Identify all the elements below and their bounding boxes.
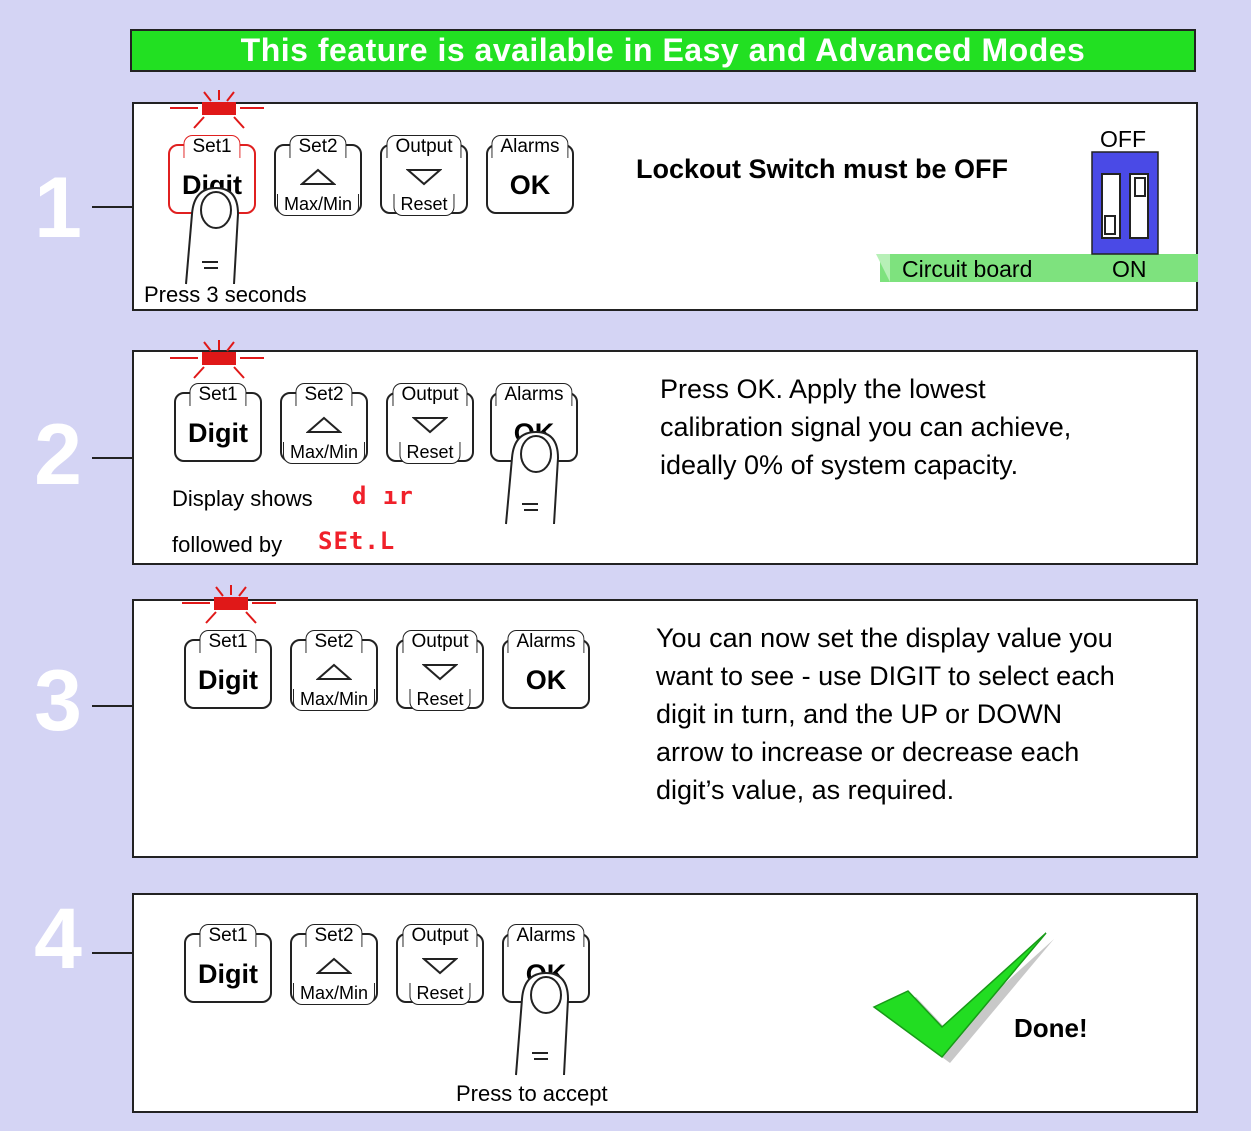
ok-key-label: OK — [509, 170, 551, 200]
display-shows-label: Display shows — [172, 486, 313, 511]
step-2-line-3: ideally 0% of system capacity. — [660, 450, 1019, 480]
max-min-key-label: Max/Min — [292, 983, 376, 1005]
step-3-line-2: want to see - use DIGIT to select each — [656, 661, 1115, 691]
max-min-key-label: Max/Min — [282, 442, 366, 464]
step-4-connector — [92, 952, 132, 954]
set1-digit-key[interactable]: Set1 Digit — [184, 924, 272, 1003]
output-down-key[interactable]: Output Reset — [396, 630, 484, 711]
down-arrow-icon — [422, 664, 458, 681]
display-readout-dir: d ır — [352, 482, 414, 510]
step-1-panel: Set1 Digit Set2 Max/Min Output Reset Ala… — [132, 90, 1198, 311]
output-down-key[interactable]: Output Reset — [380, 135, 468, 216]
step-3-number: 3 — [34, 653, 82, 749]
ok-key-label: OK — [525, 665, 567, 695]
digit-key-label: Digit — [188, 418, 248, 448]
step-3-line-5: digit’s value, as required. — [656, 775, 955, 805]
down-arrow-icon — [412, 417, 448, 434]
step-1-caption: Press 3 seconds — [144, 282, 307, 307]
max-min-key-label: Max/Min — [276, 194, 360, 216]
output-key-label: Output — [386, 135, 462, 158]
set2-up-key[interactable]: Set2 Max/Min — [290, 630, 378, 711]
set1-key-label: Set1 — [199, 924, 257, 947]
checkmark-icon — [872, 932, 1054, 1063]
alarms-key-label: Alarms — [507, 924, 585, 947]
alarms-key-label: Alarms — [507, 630, 585, 653]
up-arrow-icon — [316, 663, 352, 680]
step-3-panel: Set1 Digit Set2 Max/Min Output Reset Ala… — [132, 585, 1198, 858]
output-key-label: Output — [392, 383, 468, 406]
set1-digit-key[interactable]: Set1 Digit — [174, 383, 262, 462]
step-3-connector — [92, 705, 132, 707]
set1-key-label: Set1 — [189, 383, 247, 406]
output-key-label: Output — [402, 630, 478, 653]
switch-on-label: ON — [1112, 256, 1147, 282]
step-1-connector — [92, 206, 132, 208]
dip-switch-icon — [1091, 151, 1159, 255]
step-2-panel: Set1 Digit Set2 Max/Min Output Reset Ala… — [132, 340, 1198, 565]
reset-key-label: Reset — [409, 983, 471, 1005]
set1-key-label: Set1 — [199, 630, 257, 653]
down-arrow-icon — [422, 958, 458, 975]
reset-key-label: Reset — [409, 689, 471, 711]
set2-key-label: Set2 — [305, 924, 363, 947]
step-1-number: 1 — [34, 160, 82, 256]
digit-key-label: Digit — [198, 959, 258, 989]
up-arrow-icon — [306, 416, 342, 433]
step-3-line-4: arrow to increase or decrease each — [656, 737, 1080, 767]
feature-banner: This feature is available in Easy and Ad… — [130, 29, 1196, 72]
output-down-key[interactable]: Output Reset — [386, 383, 474, 464]
done-label: Done! — [1014, 1013, 1088, 1043]
step-3-instructions: You can now set the display value you wa… — [656, 619, 1115, 809]
alarms-key-label: Alarms — [491, 135, 569, 158]
led-blink-icon — [182, 585, 276, 624]
max-min-key-label: Max/Min — [292, 689, 376, 711]
up-arrow-icon — [300, 168, 336, 185]
lockout-message: Lockout Switch must be OFF — [636, 154, 1009, 184]
set2-up-key[interactable]: Set2 Max/Min — [290, 924, 378, 1005]
finger-press-icon — [185, 186, 240, 285]
reset-key-label: Reset — [399, 442, 461, 464]
step-3-line-1: You can now set the display value you — [656, 623, 1113, 653]
down-arrow-icon — [406, 169, 442, 186]
digit-key-label: Digit — [198, 665, 258, 695]
step-4-panel: Set1 Digit Set2 Max/Min Output Reset Ala… — [132, 893, 1198, 1113]
finger-press-icon — [505, 430, 560, 525]
step-2-line-2: calibration signal you can achieve, — [660, 412, 1072, 442]
step-4-number: 4 — [34, 891, 82, 987]
set1-digit-key[interactable]: Set1 Digit — [184, 630, 272, 709]
output-key-label: Output — [402, 924, 478, 947]
display-readout-setl: SEt.L — [318, 527, 396, 555]
set2-up-key[interactable]: Set2 Max/Min — [274, 135, 362, 216]
reset-key-label: Reset — [393, 194, 455, 216]
switch-off-label: OFF — [1100, 126, 1146, 152]
circuit-board-label: Circuit board — [902, 256, 1033, 282]
alarms-ok-key[interactable]: Alarms OK — [486, 135, 574, 214]
step-3-line-3: digit in turn, and the UP or DOWN — [656, 699, 1063, 729]
alarms-key-label: Alarms — [495, 383, 573, 406]
output-down-key[interactable]: Output Reset — [396, 924, 484, 1005]
led-blink-icon — [170, 340, 264, 379]
step-4-caption: Press to accept — [456, 1081, 608, 1106]
alarms-ok-key[interactable]: Alarms OK — [502, 630, 590, 709]
step-2-number: 2 — [34, 407, 82, 503]
step-2-line-1: Press OK. Apply the lowest — [660, 374, 986, 404]
set2-key-label: Set2 — [305, 630, 363, 653]
finger-press-icon — [515, 971, 570, 1076]
led-blink-icon — [170, 90, 264, 129]
step-2-connector — [92, 457, 132, 459]
alarms-ok-key[interactable]: Alarms OK — [490, 383, 578, 462]
board-edge-icon — [876, 254, 890, 282]
set2-key-label: Set2 — [289, 135, 347, 158]
up-arrow-icon — [316, 957, 352, 974]
followed-by-label: followed by — [172, 532, 283, 557]
set2-up-key[interactable]: Set2 Max/Min — [280, 383, 368, 464]
set2-key-label: Set2 — [295, 383, 353, 406]
circuit-board — [880, 254, 1198, 282]
set1-key-label: Set1 — [183, 135, 241, 158]
step-2-instructions: Press OK. Apply the lowest calibration s… — [660, 370, 1071, 484]
